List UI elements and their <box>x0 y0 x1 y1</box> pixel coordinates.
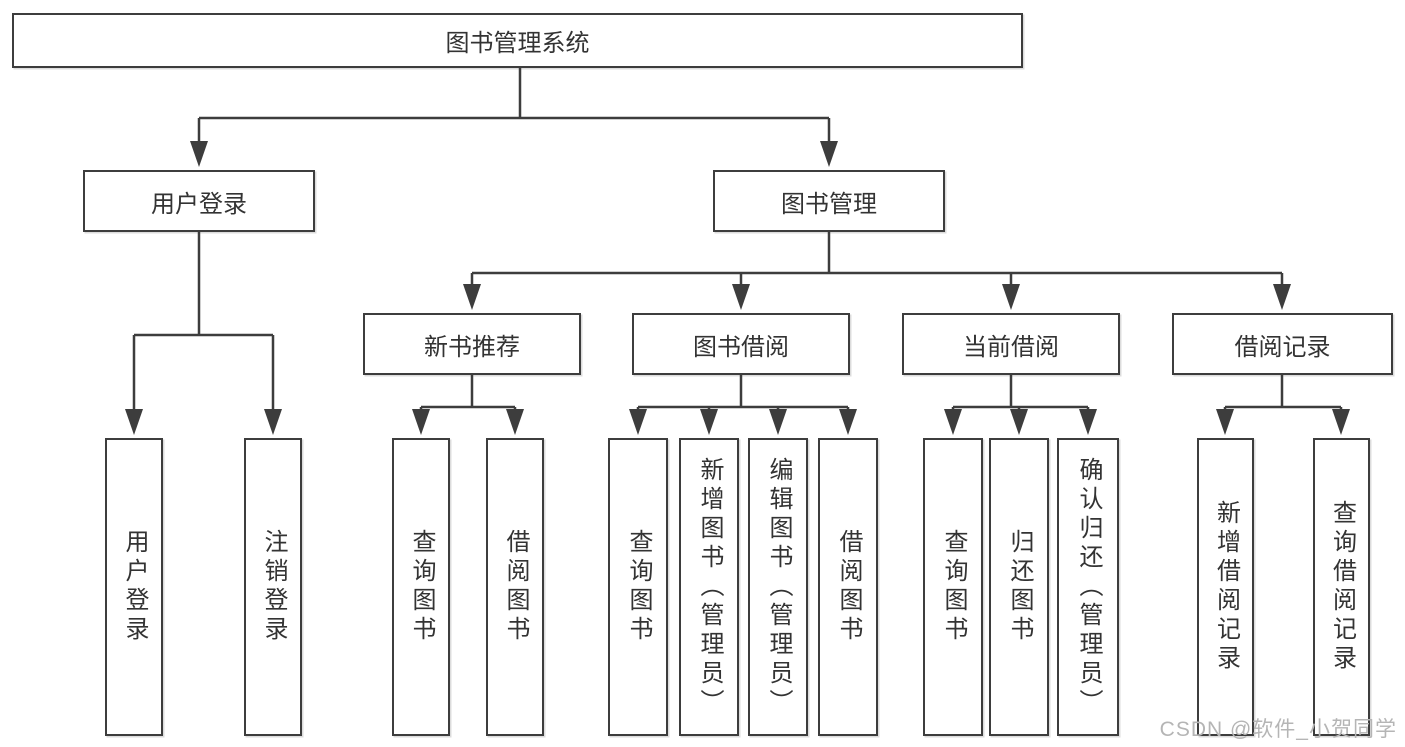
leaf-query-book-recommend: 查询图书 <box>392 438 450 736</box>
leaf-return-book-label: 归还图书 <box>1006 529 1033 645</box>
leaf-add-borrow-record-label: 新增借阅记录 <box>1212 500 1240 674</box>
leaf-confirm-return-admin: 确认归还（管理员） <box>1057 438 1119 736</box>
arrowheads-level2 <box>190 141 838 167</box>
node-user-login-label: 用户登录 <box>151 190 247 218</box>
arrowheads-book-borrow-leaves <box>629 409 857 435</box>
leaf-query-book-current-label: 查询图书 <box>940 529 967 645</box>
node-new-book-recommend: 新书推荐 <box>363 313 581 375</box>
leaf-query-borrow-record-label: 查询借阅记录 <box>1328 500 1356 674</box>
arrowheads-new-book-leaves <box>412 409 524 435</box>
leaf-confirm-return-admin-label: 确认归还（管理员） <box>1075 456 1102 718</box>
node-current-borrow: 当前借阅 <box>902 313 1120 375</box>
leaf-edit-book-admin: 编辑图书（管理员） <box>748 438 808 736</box>
node-book-management-label: 图书管理 <box>781 190 877 218</box>
arrowheads-user-login-leaves <box>125 409 282 435</box>
leaf-edit-book-admin-label: 编辑图书（管理员） <box>765 456 792 718</box>
leaf-add-book-admin: 新增图书（管理员） <box>679 438 739 736</box>
leaf-add-borrow-record: 新增借阅记录 <box>1197 438 1254 736</box>
leaf-query-book-current: 查询图书 <box>923 438 983 736</box>
node-library-management-system-label: 图书管理系统 <box>445 30 590 57</box>
node-book-borrow: 图书借阅 <box>632 313 850 375</box>
leaf-return-book: 归还图书 <box>989 438 1049 736</box>
leaf-query-borrow-record: 查询借阅记录 <box>1313 438 1370 736</box>
node-user-login: 用户登录 <box>83 170 315 232</box>
leaf-logout: 注销登录 <box>244 438 302 736</box>
node-borrow-records: 借阅记录 <box>1172 313 1393 375</box>
arrowheads-current-borrow-leaves <box>944 409 1097 435</box>
leaf-borrow-book-recommend: 借阅图书 <box>486 438 544 736</box>
connector-book-management-to-level3 <box>470 232 1284 288</box>
node-book-management: 图书管理 <box>713 170 945 232</box>
connector-root-to-level2 <box>197 68 831 144</box>
node-library-management-system: 图书管理系统 <box>12 13 1023 68</box>
leaf-query-book-recommend-label: 查询图书 <box>408 529 435 645</box>
leaf-add-book-admin-label: 新增图书（管理员） <box>696 456 723 718</box>
leaf-query-book-borrow: 查询图书 <box>608 438 668 736</box>
node-new-book-recommend-label: 新书推荐 <box>424 333 520 361</box>
arrowheads-borrow-records-leaves <box>1216 409 1350 435</box>
node-book-borrow-label: 图书借阅 <box>693 333 789 361</box>
leaf-borrow-book-label: 借阅图书 <box>835 529 862 645</box>
node-borrow-records-label: 借阅记录 <box>1234 333 1331 361</box>
csdn-watermark: CSDN @软件_小贺同学 <box>1159 718 1397 741</box>
connector-book-borrow-to-leaves <box>636 375 850 414</box>
connector-borrow-records-to-leaves <box>1223 375 1343 414</box>
leaf-borrow-book-recommend-label: 借阅图书 <box>502 529 529 645</box>
leaf-logout-label: 注销登录 <box>260 529 287 645</box>
leaf-query-book-borrow-label: 查询图书 <box>625 529 652 645</box>
connector-user-login-to-leaves <box>132 232 275 412</box>
arrowheads-level3 <box>463 284 1291 310</box>
connector-new-book-to-leaves <box>419 375 517 414</box>
connector-current-borrow-to-leaves <box>951 375 1090 414</box>
leaf-user-login-label: 用户登录 <box>121 529 148 645</box>
node-current-borrow-label: 当前借阅 <box>963 333 1059 361</box>
leaf-borrow-book: 借阅图书 <box>818 438 878 736</box>
leaf-user-login: 用户登录 <box>105 438 163 736</box>
